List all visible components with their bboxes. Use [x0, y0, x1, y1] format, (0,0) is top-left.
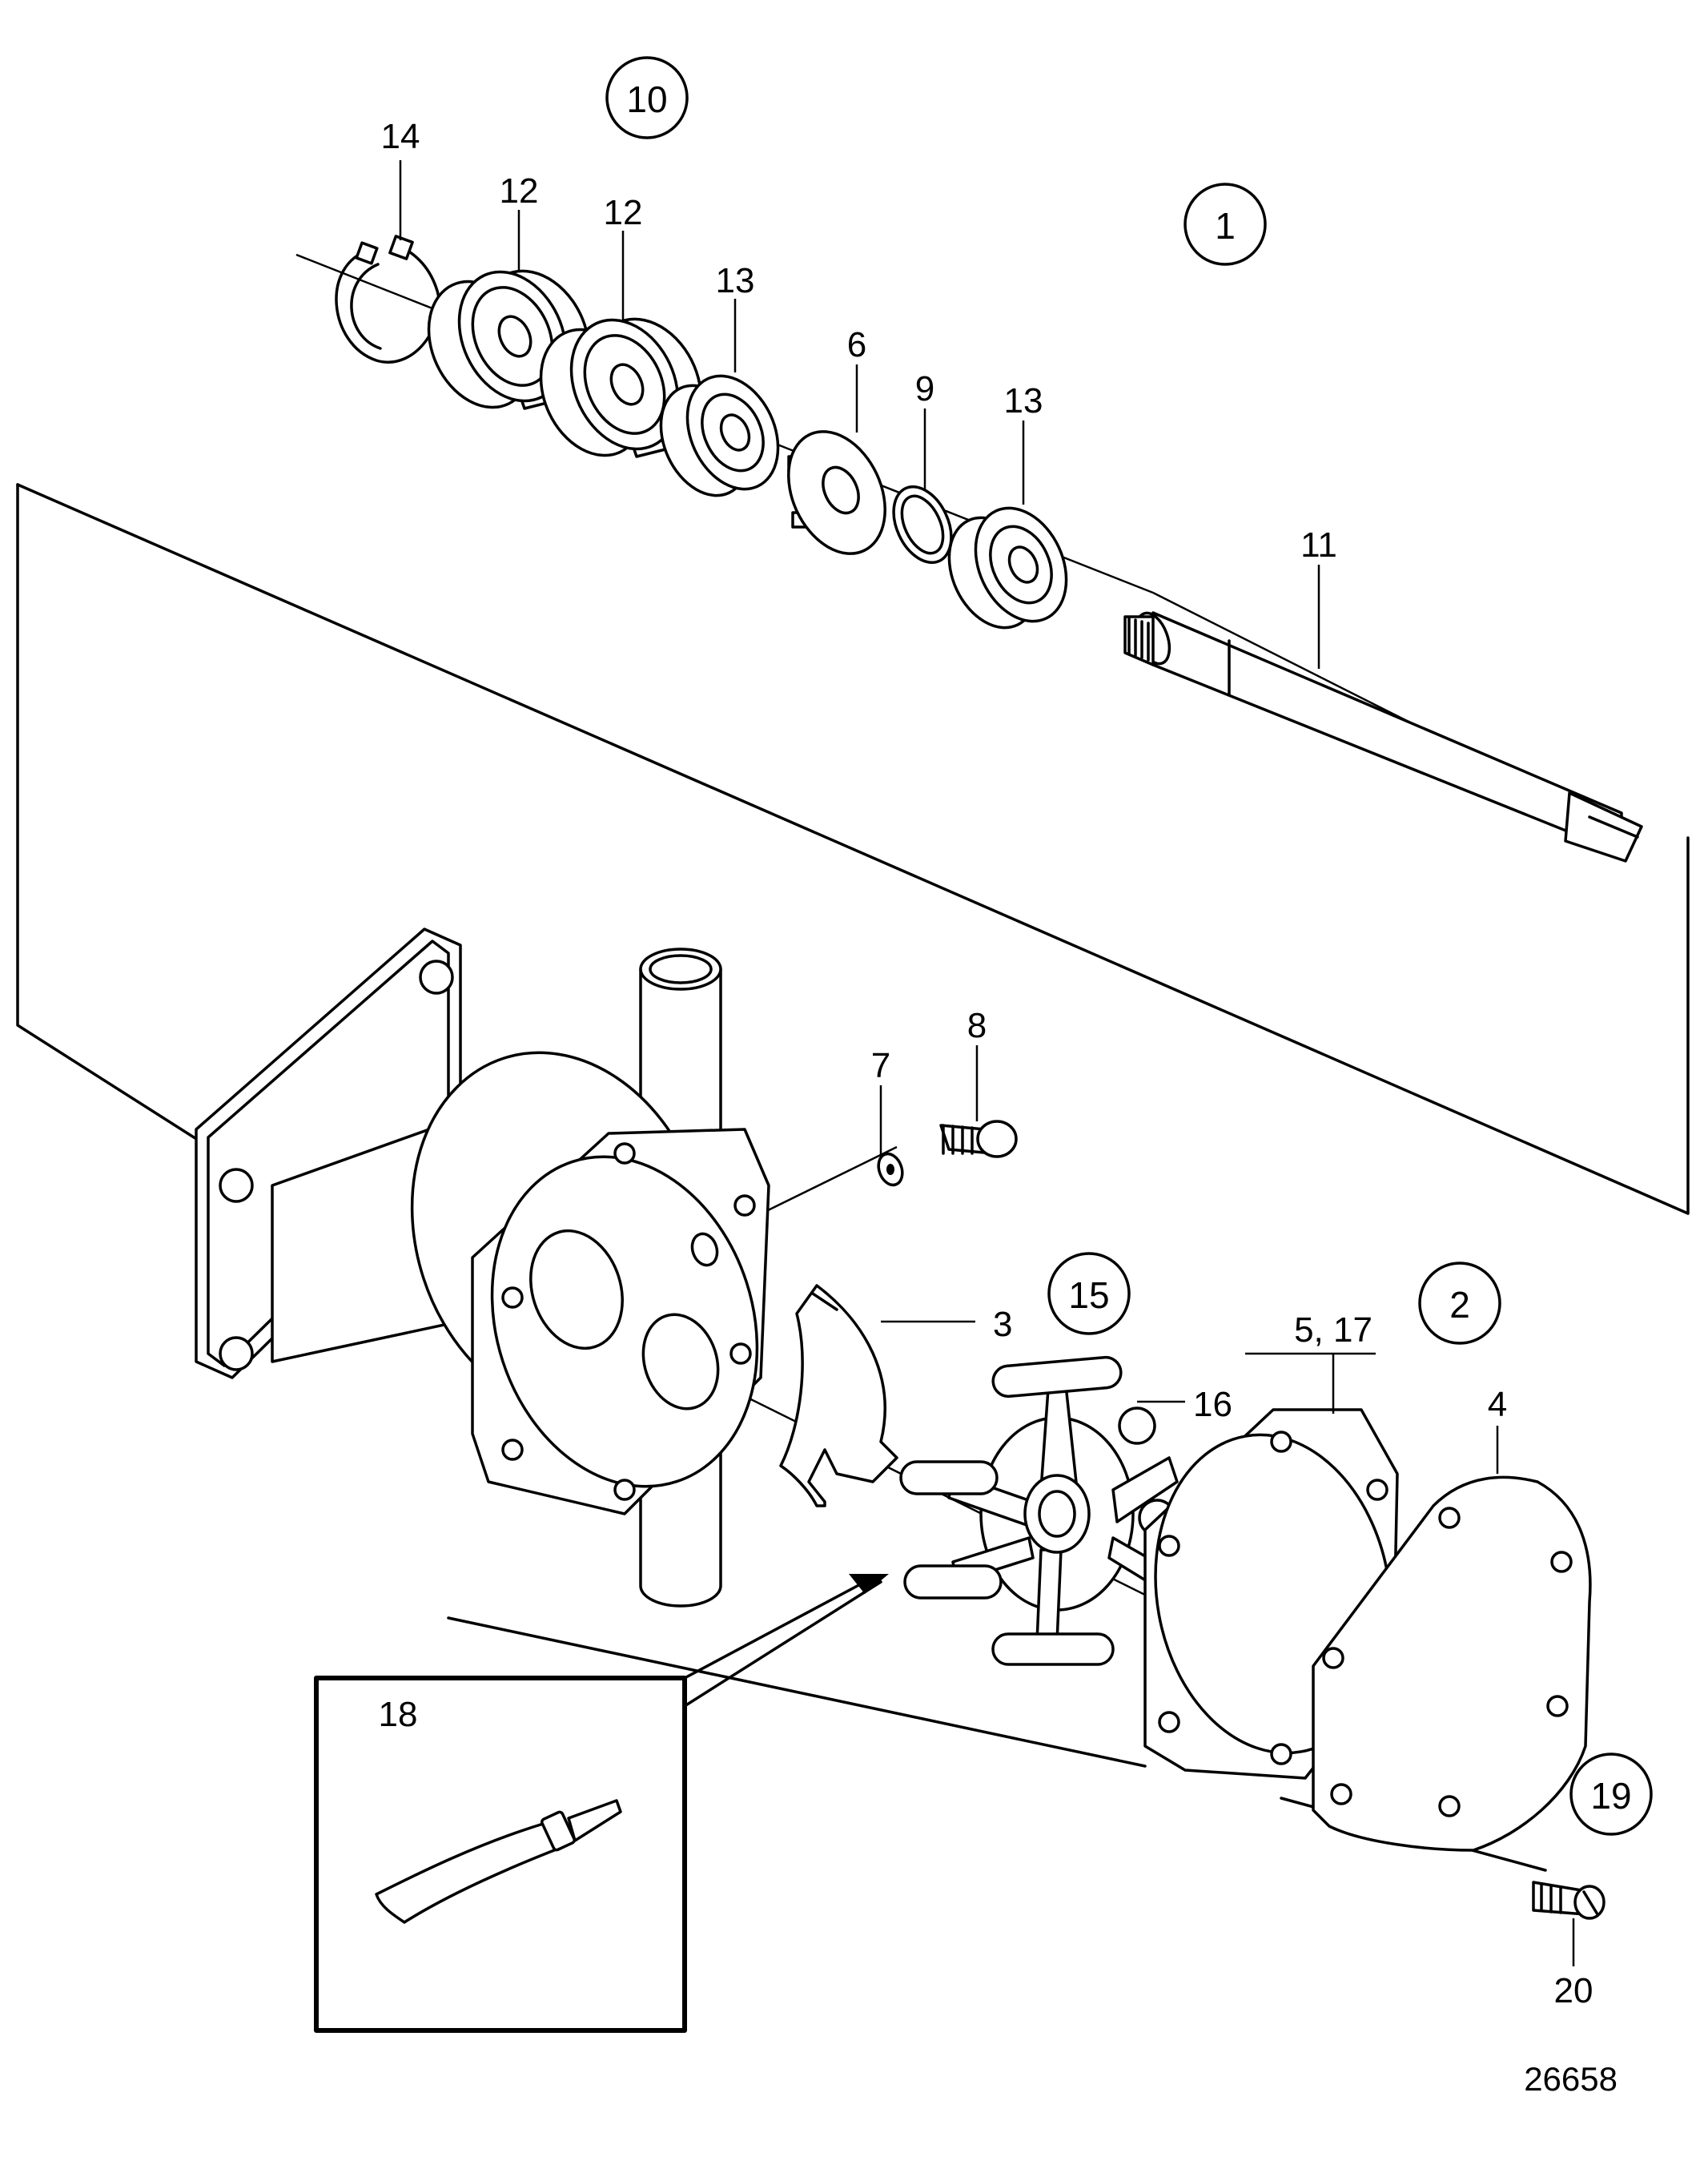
- cover-screw: [1532, 1881, 1606, 1920]
- label-cam-plate: 3: [993, 1305, 1012, 1344]
- cam-plate: [779, 1284, 898, 1507]
- label-shaft: 11: [1300, 525, 1337, 565]
- label-sealant: 18: [379, 1695, 418, 1734]
- ball-bearing-1: [427, 269, 591, 410]
- callout-10: 10: [626, 78, 667, 120]
- callout-2: 2: [1449, 1284, 1470, 1326]
- pump-housing: [195, 928, 770, 1608]
- callout-19: 19: [1590, 1775, 1631, 1817]
- tab-washer: [787, 430, 886, 555]
- impeller: [899, 1355, 1179, 1666]
- sealed-bearing-1: [659, 374, 780, 497]
- label-impeller: 16: [1193, 1385, 1232, 1424]
- label-tab-washer: 6: [847, 325, 866, 364]
- label-gasket: 5, 17: [1294, 1310, 1372, 1350]
- label-bearing-a: 12: [500, 171, 539, 211]
- washer-small: [877, 1152, 904, 1187]
- callout-15: 15: [1068, 1274, 1109, 1316]
- label-cap-screw: 8: [967, 1006, 987, 1045]
- label-circlip: 14: [381, 117, 420, 156]
- sealant-tube-icon: [375, 1799, 622, 1924]
- label-bearing-b: 12: [604, 193, 643, 232]
- group-callouts: 10 1 15 2 19: [605, 56, 1653, 1836]
- leader-lines: [399, 160, 1575, 1966]
- sealant-inset-box: [314, 1574, 889, 2033]
- part-labels: 14 12 12 13 6 9 13 11 8 7 3 16 5, 17 4 1…: [379, 117, 1593, 2010]
- drawing-number: 26658: [1524, 2060, 1618, 2098]
- label-cover-screw: 20: [1554, 1971, 1593, 2010]
- label-washer-small: 7: [871, 1046, 890, 1085]
- label-sealed-bearing-b: 13: [1004, 381, 1043, 421]
- pump-shaft: [1123, 611, 1643, 863]
- label-o-ring: 9: [915, 369, 934, 408]
- o-ring: [892, 485, 953, 565]
- circlip: [335, 235, 440, 364]
- callout-1: 1: [1215, 205, 1236, 247]
- cap-screw: [939, 1120, 1018, 1158]
- sealed-bearing-2: [947, 506, 1068, 630]
- label-cover-plate: 4: [1488, 1385, 1507, 1424]
- cover-plate: [1312, 1475, 1592, 1852]
- label-sealed-bearing-a: 13: [716, 261, 755, 300]
